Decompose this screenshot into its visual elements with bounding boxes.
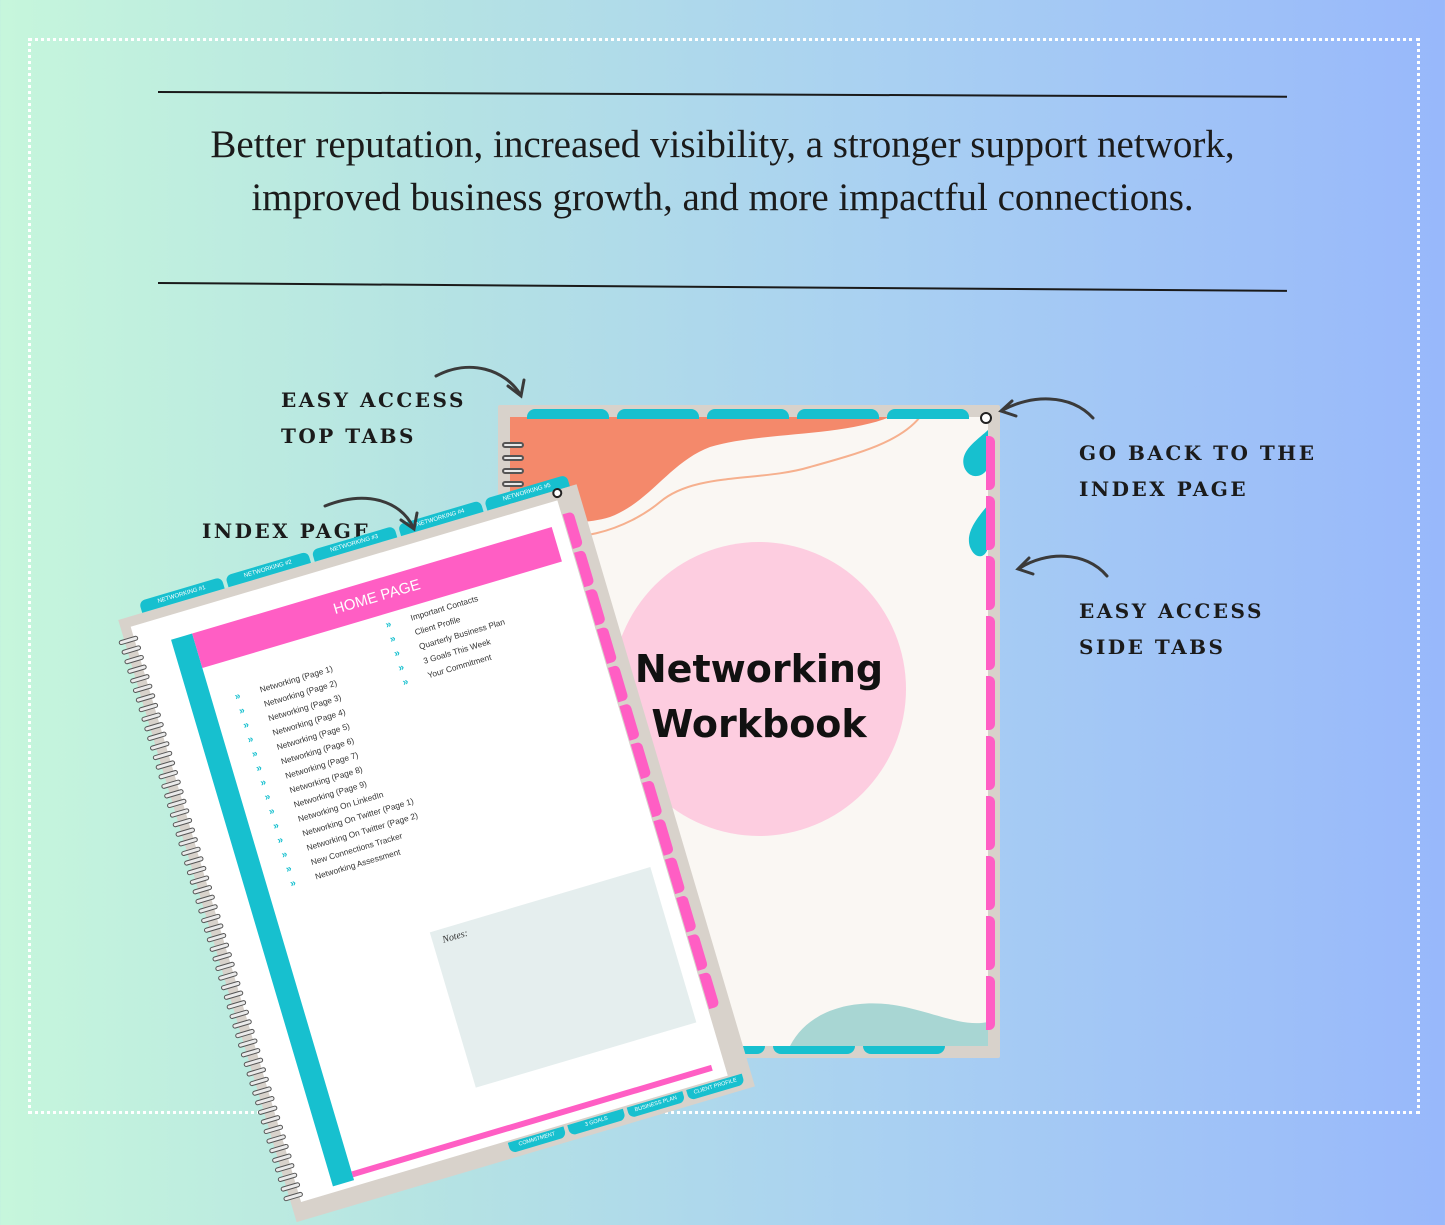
top-tab[interactable] — [887, 409, 969, 419]
dotted-border-frame — [28, 38, 1420, 1114]
top-tab[interactable] — [707, 409, 789, 419]
callout-back-to-index: GO BACK TO THE INDEX PAGE — [1079, 435, 1316, 507]
side-tab[interactable] — [986, 856, 995, 910]
arrow-back-index-head — [998, 399, 1018, 418]
title-line: Networking — [634, 647, 884, 691]
spiral-ring — [502, 481, 524, 487]
side-tab[interactable] — [986, 976, 995, 1030]
side-tab[interactable] — [986, 796, 995, 850]
arrow-back-index — [1001, 397, 1095, 420]
side-tab[interactable] — [986, 736, 995, 790]
arrow-side-tabs-head — [1015, 556, 1035, 576]
arrow-index-page — [323, 496, 415, 529]
callout-line: TOP TABS — [281, 424, 416, 448]
arrow-top-tabs — [434, 365, 522, 396]
side-tab[interactable] — [986, 676, 995, 730]
back-to-index-icon[interactable] — [980, 412, 992, 424]
callout-line: EASY ACCESS — [281, 388, 466, 412]
side-tab[interactable] — [986, 496, 995, 550]
callout-line: SIDE TABS — [1079, 635, 1226, 659]
callout-line: INDEX PAGE — [202, 519, 372, 543]
bottom-tab[interactable] — [773, 1046, 855, 1054]
arrow-top-tabs-head — [506, 378, 526, 399]
callout-line: INDEX PAGE — [1079, 477, 1249, 501]
spiral-ring — [502, 468, 524, 474]
callout-side-tabs: EASY ACCESS SIDE TABS — [1079, 593, 1264, 665]
side-tab[interactable] — [986, 616, 995, 670]
callout-arrows — [323, 365, 1109, 578]
side-tab[interactable] — [986, 436, 995, 490]
arrow-side-tabs — [1018, 554, 1109, 578]
top-tab[interactable] — [797, 409, 879, 419]
callout-index-page: INDEX PAGE — [202, 513, 371, 549]
side-tab[interactable] — [986, 556, 995, 610]
headline-text: Better reputation, increased visibility,… — [210, 123, 1235, 219]
top-tab[interactable] — [527, 409, 609, 419]
spiral-ring — [502, 442, 524, 448]
title-line: Workbook — [651, 702, 867, 746]
spiral-ring — [502, 455, 524, 461]
callout-top-tabs: EASY ACCESS TOP TABS — [281, 382, 466, 454]
callout-line: GO BACK TO THE — [1079, 441, 1317, 465]
arrow-index-page-head — [399, 511, 419, 532]
top-tab[interactable] — [617, 409, 699, 419]
side-tab[interactable] — [986, 916, 995, 970]
callout-line: EASY ACCESS — [1079, 599, 1264, 623]
workbook-title: Networking Workbook — [612, 642, 906, 752]
bottom-tab[interactable] — [863, 1046, 945, 1054]
